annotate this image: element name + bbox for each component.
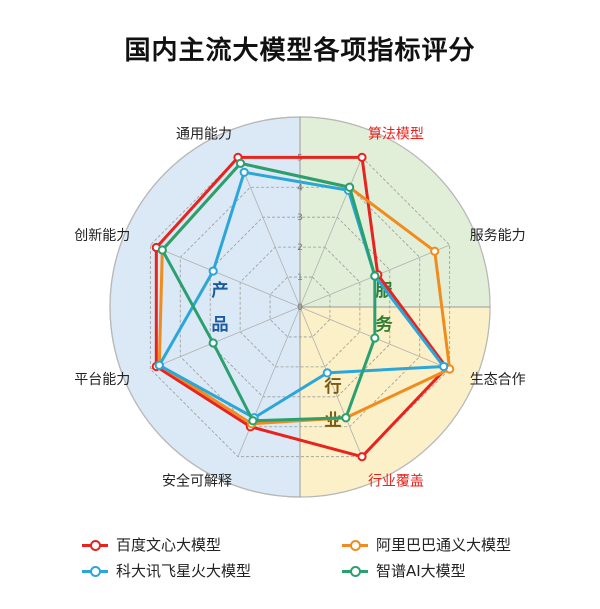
series-3-point-6 <box>157 245 167 255</box>
legend-marker-series-3 <box>342 564 368 578</box>
tick-label-2: 2 <box>297 243 303 253</box>
legend-item-series-3: 智谱AI大模型 <box>342 560 466 581</box>
series-2-point-3 <box>322 368 332 378</box>
series-2-point-2 <box>439 361 449 372</box>
series-1-point-1 <box>430 246 440 256</box>
legend-item-series-2: 科大讯飞星火大模型 <box>82 560 251 581</box>
grid-spoke-5 <box>150 306 301 370</box>
axis-label-4: 安全可解释 <box>162 473 232 490</box>
legend-item-series-0: 百度文心大模型 <box>82 534 221 555</box>
region-label-2-0: 行 <box>324 376 342 397</box>
series-3-point-7 <box>235 158 246 168</box>
series-0-point-3 <box>357 452 367 462</box>
series-0-point-0 <box>357 152 367 162</box>
tick-label-3: 3 <box>297 213 303 223</box>
legend-label-series-1: 阿里巴巴通义大模型 <box>376 536 512 554</box>
axis-label-2: 生态合作 <box>470 372 526 388</box>
series-3-point-3 <box>341 413 351 423</box>
axis-label-5: 平台能力 <box>74 372 130 388</box>
series-2-point-5 <box>154 360 164 370</box>
region-label-0-1: 品 <box>212 315 229 335</box>
tick-label-0: 0 <box>297 303 303 313</box>
tick-label-1: 1 <box>297 273 303 283</box>
grid-spoke-4 <box>237 306 301 457</box>
grid-spoke-6 <box>150 244 301 308</box>
axis-label-3: 行业覆盖 <box>368 474 424 490</box>
axis-label-6: 创新能力 <box>74 228 130 244</box>
region-service <box>300 117 490 307</box>
series-2-point-7 <box>239 167 249 177</box>
series-3-point-5 <box>208 338 218 348</box>
region-label-1-1: 务 <box>376 314 394 335</box>
grid-spoke-3 <box>299 306 363 457</box>
legend-label-series-2: 科大讯飞星火大模型 <box>116 562 252 580</box>
region-label-2-1: 业 <box>325 411 342 431</box>
series-3-point-0 <box>344 182 355 192</box>
grid-spoke-0 <box>299 157 363 308</box>
region-label-0-0: 产 <box>212 280 229 301</box>
series-3-point-2 <box>370 333 380 343</box>
legend-label-series-0: 百度文心大模型 <box>116 536 222 554</box>
grid-spoke-7 <box>237 157 301 308</box>
legend-marker-series-2 <box>82 564 108 578</box>
axis-label-7: 通用能力 <box>176 126 232 142</box>
legend-marker-series-0 <box>82 538 108 552</box>
series-3-point-4 <box>248 416 258 426</box>
tick-label-4: 4 <box>297 183 303 193</box>
grid-ring-2 <box>239 246 361 368</box>
chart-title: 国内主流大模型各项指标评分 <box>124 36 476 66</box>
axis-label-0: 算法模型 <box>368 126 424 142</box>
legend-label-series-3: 智谱AI大模型 <box>376 562 466 580</box>
grid-ring-1 <box>269 276 331 338</box>
region-industry <box>300 307 490 497</box>
legend: 百度文心大模型 阿里巴巴通义大模型 科大讯飞星火大模型 智谱AI大模型 <box>0 528 600 598</box>
series-2-point-6 <box>208 266 218 276</box>
series-3-point-1 <box>370 271 380 281</box>
legend-item-series-1: 阿里巴巴通义大模型 <box>342 534 511 555</box>
legend-marker-series-1 <box>342 538 368 552</box>
axis-label-1: 服务能力 <box>470 228 526 244</box>
